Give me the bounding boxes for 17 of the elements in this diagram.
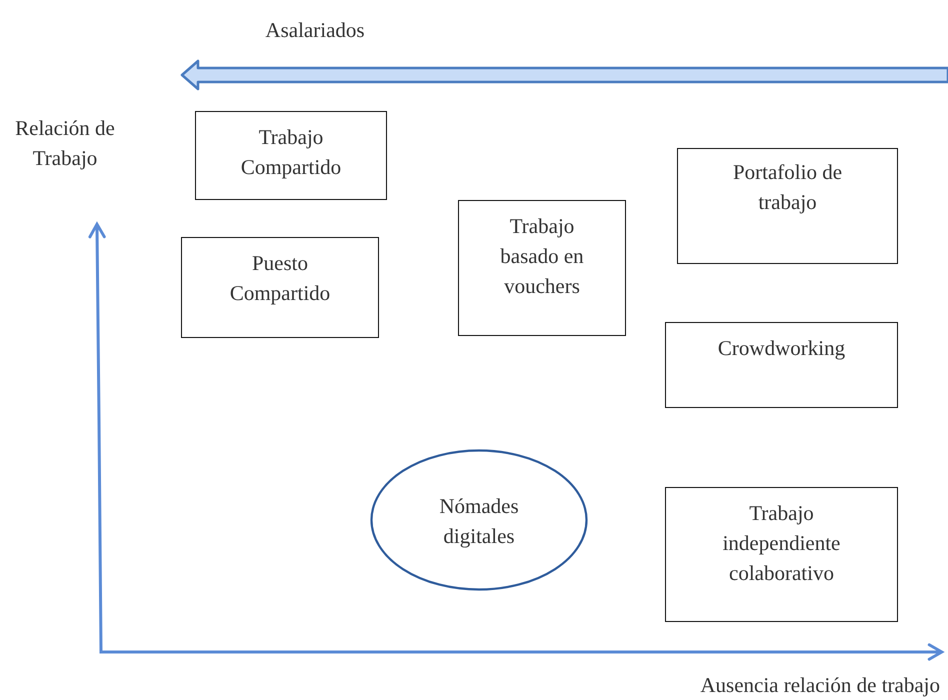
text-box (458, 200, 626, 336)
node-label: Trabajo Compartido (240, 124, 342, 181)
text-box (665, 487, 898, 622)
text-box (181, 237, 379, 338)
node-label: Crowdworking (716, 335, 846, 362)
text-box (195, 111, 387, 200)
ellipse-node (370, 449, 588, 591)
node-label: Trabajo independiente colaborativo (722, 500, 842, 587)
node-label: Puesto Compartido (228, 250, 332, 307)
node-label: Nómades digitales (438, 493, 520, 550)
axis-label: Relación de Trabajo (15, 115, 115, 172)
node-label: Trabajo basado en vouchers (499, 213, 585, 300)
axis-label: Ausencia relación de trabajo (699, 672, 940, 699)
node-label: Portafolio de trabajo (732, 159, 844, 216)
text-box (665, 322, 898, 408)
text-box (677, 148, 898, 264)
arrow-label: Asalariados (264, 17, 366, 44)
